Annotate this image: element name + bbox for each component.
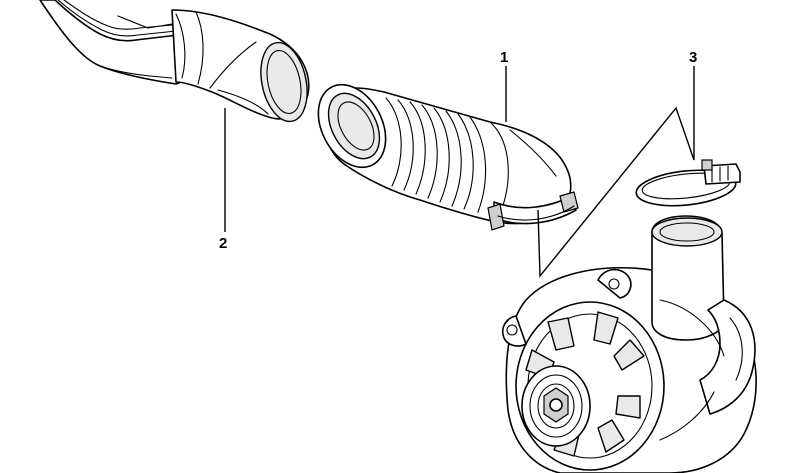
leader-lines bbox=[224, 66, 695, 278]
leader-line-3 bbox=[537, 66, 695, 278]
callout-1: 1 bbox=[500, 49, 508, 66]
hose-clamp bbox=[635, 159, 741, 207]
callout-2: 2 bbox=[219, 235, 227, 252]
alternator bbox=[501, 215, 757, 473]
bellows-hose bbox=[317, 83, 579, 231]
air-duct bbox=[39, 0, 310, 123]
callout-3: 3 bbox=[689, 49, 697, 66]
